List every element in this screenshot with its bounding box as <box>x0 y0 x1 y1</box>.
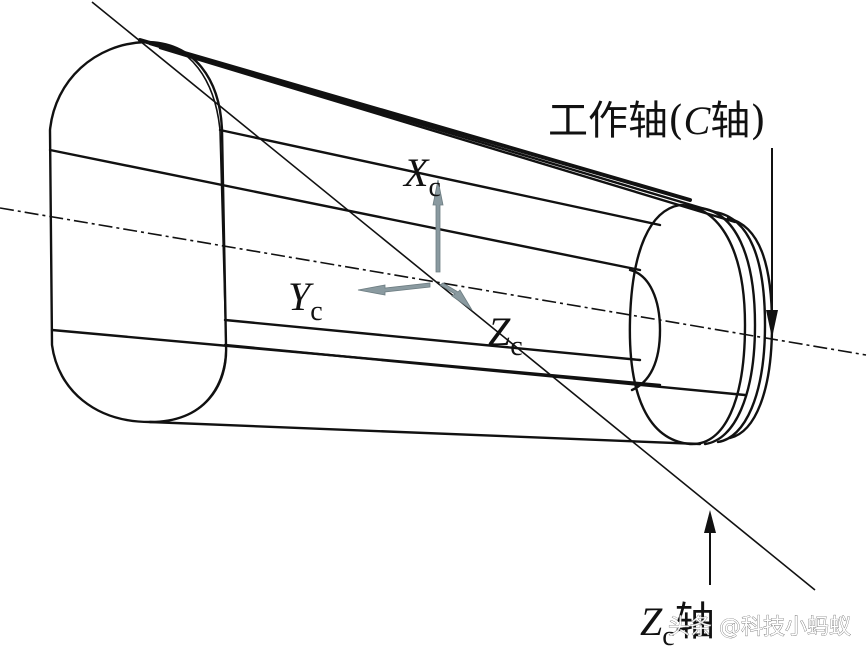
bottom-silhouette-line <box>148 420 702 446</box>
left-end-cap <box>48 40 228 424</box>
top-silhouette-line-3 <box>158 46 737 224</box>
right-disk-1 <box>628 203 747 446</box>
right-disk-3 <box>713 210 767 444</box>
watermark-text: 头条 @科技小蚂蚁 <box>668 615 851 640</box>
work-axis-label: 工作轴(C轴) <box>548 98 766 144</box>
work-axis-pointer <box>766 148 778 338</box>
zc-arrow-icon <box>439 282 473 311</box>
zc-label: Zc <box>488 309 523 362</box>
zc-axis-pointer <box>704 510 716 585</box>
body-line-5 <box>223 343 747 397</box>
left-cap-back-edge <box>149 41 227 423</box>
right-inner-cutout <box>628 268 662 392</box>
body-line-3 <box>223 318 642 362</box>
top-silhouette-line-2 <box>148 42 717 214</box>
yc-arrow-icon <box>357 282 431 296</box>
right-disk-2 <box>698 206 757 446</box>
coordinate-frame <box>357 179 473 311</box>
body-line-2 <box>48 148 642 272</box>
top-silhouette-line <box>138 38 692 202</box>
work-axis-pointer-arrowhead-icon <box>766 310 778 338</box>
xc-arrow-icon <box>432 179 444 273</box>
zc-axis-label: Zc轴 <box>640 599 715 652</box>
yc-label: Yc <box>288 274 323 327</box>
c-axis-centerline <box>0 207 867 356</box>
zc-axis-pointer-arrowhead-icon <box>704 510 716 533</box>
xc-label: Xc <box>402 150 441 203</box>
body-line-1 <box>218 128 662 227</box>
